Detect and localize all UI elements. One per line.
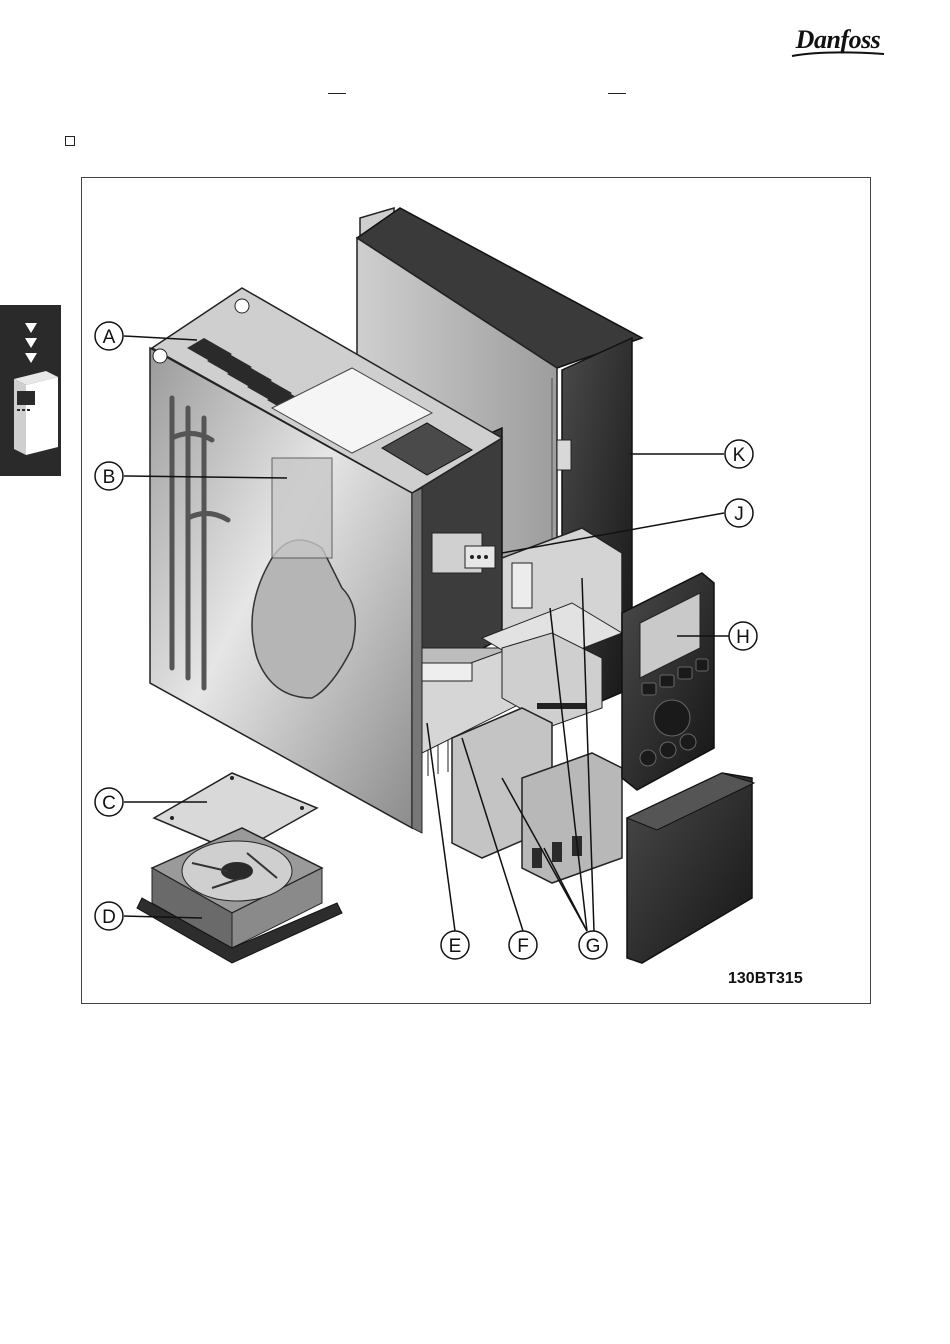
drive-installation-icon xyxy=(0,305,61,476)
callout-f: F xyxy=(509,931,537,959)
callout-c: C xyxy=(95,788,123,816)
callout-g: G xyxy=(579,931,607,959)
bullet-square xyxy=(65,136,75,146)
figure-code-label: 130BT315 xyxy=(728,970,803,988)
cooling-fan-part xyxy=(137,828,342,963)
overline-mark-2 xyxy=(608,93,626,94)
exploded-view-illustration: A B C D E F G H xyxy=(82,178,870,1003)
callout-h: H xyxy=(729,622,757,650)
logo-text: Danfoss xyxy=(786,20,890,60)
local-control-panel-part xyxy=(622,573,714,790)
chapter-side-tab xyxy=(0,305,61,476)
svg-text:J: J xyxy=(734,504,744,525)
svg-text:H: H xyxy=(736,627,750,648)
svg-text:C: C xyxy=(102,793,116,814)
callout-e: E xyxy=(441,931,469,959)
terminal-cover-part xyxy=(627,773,754,963)
svg-text:A: A xyxy=(103,327,116,348)
svg-text:F: F xyxy=(517,936,529,957)
svg-text:K: K xyxy=(733,445,746,466)
svg-text:B: B xyxy=(103,467,116,488)
callout-j: J xyxy=(725,499,753,527)
callout-k: K xyxy=(725,440,753,468)
exploded-view-figure: A B C D E F G H xyxy=(81,177,871,1004)
svg-text:D: D xyxy=(102,907,116,928)
danfoss-logo: Danfoss xyxy=(786,20,890,62)
svg-text:E: E xyxy=(449,936,462,957)
callout-a: A xyxy=(95,322,123,350)
callout-d: D xyxy=(95,902,123,930)
overline-mark-1 xyxy=(328,93,346,94)
svg-text:G: G xyxy=(586,936,601,957)
callout-b: B xyxy=(95,462,123,490)
